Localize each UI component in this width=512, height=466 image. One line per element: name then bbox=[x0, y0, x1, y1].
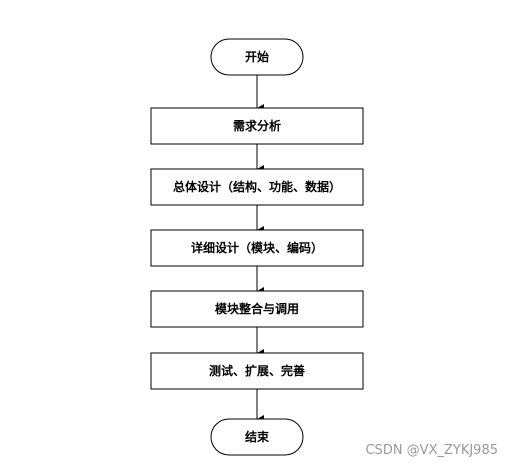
step-label: 总体设计（结构、功能、数据） bbox=[173, 179, 341, 194]
watermark-text: CSDN @VX_ZYKJ985 bbox=[365, 443, 498, 458]
end-label: 结束 bbox=[245, 429, 270, 444]
end-terminator: 结束 bbox=[210, 418, 304, 456]
process-step-detailed-design: 详细设计（模块、编码） bbox=[150, 229, 364, 267]
step-label: 测试、扩展、完善 bbox=[209, 363, 305, 378]
step-label: 详细设计（模块、编码） bbox=[191, 240, 323, 255]
start-terminator: 开始 bbox=[210, 38, 304, 76]
process-step-overall-design: 总体设计（结构、功能、数据） bbox=[150, 168, 364, 206]
step-label: 需求分析 bbox=[233, 118, 281, 133]
process-step-testing: 测试、扩展、完善 bbox=[150, 352, 364, 390]
process-step-integration: 模块整合与调用 bbox=[150, 290, 364, 328]
start-label: 开始 bbox=[245, 49, 269, 64]
step-label: 模块整合与调用 bbox=[215, 301, 299, 316]
process-step-requirements: 需求分析 bbox=[150, 107, 364, 145]
